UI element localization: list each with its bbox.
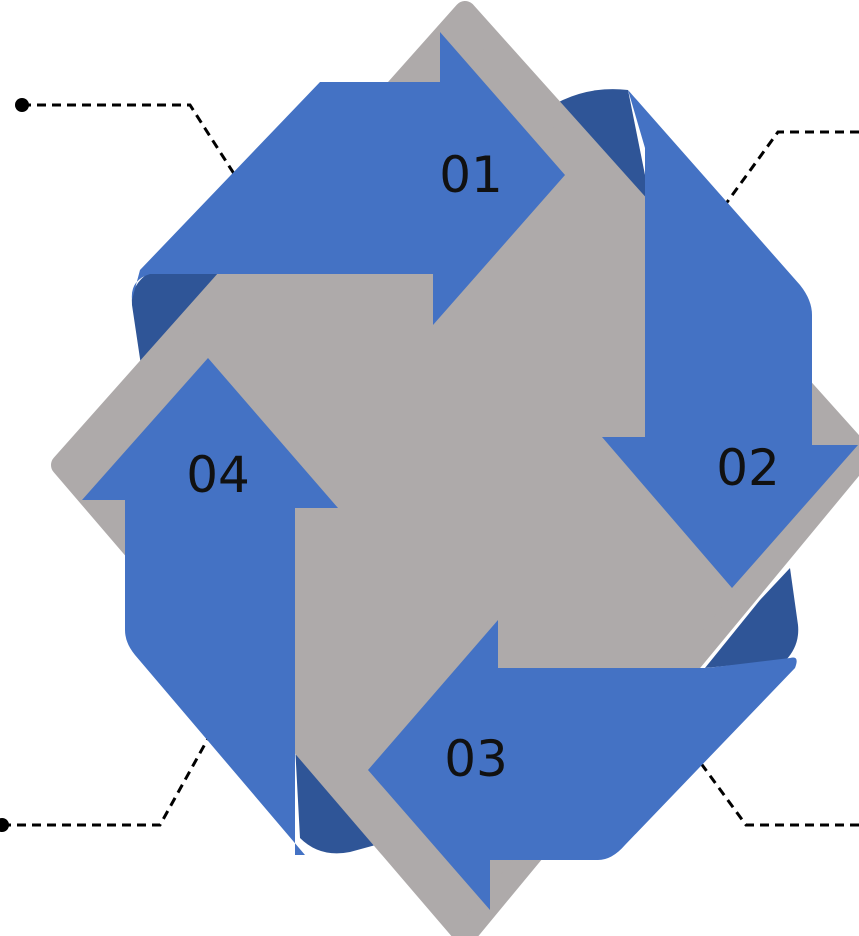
connector-01-dot — [15, 98, 29, 112]
connector-01 — [22, 105, 238, 180]
step-01-label: 01 — [439, 146, 503, 204]
connector-03 — [700, 762, 859, 825]
connector-04 — [2, 735, 210, 825]
step-02-label: 02 — [716, 439, 780, 497]
connector-02 — [725, 132, 859, 205]
step-03-label: 03 — [444, 730, 508, 788]
step-04-label: 04 — [186, 446, 250, 504]
connector-04-dot — [0, 818, 9, 832]
